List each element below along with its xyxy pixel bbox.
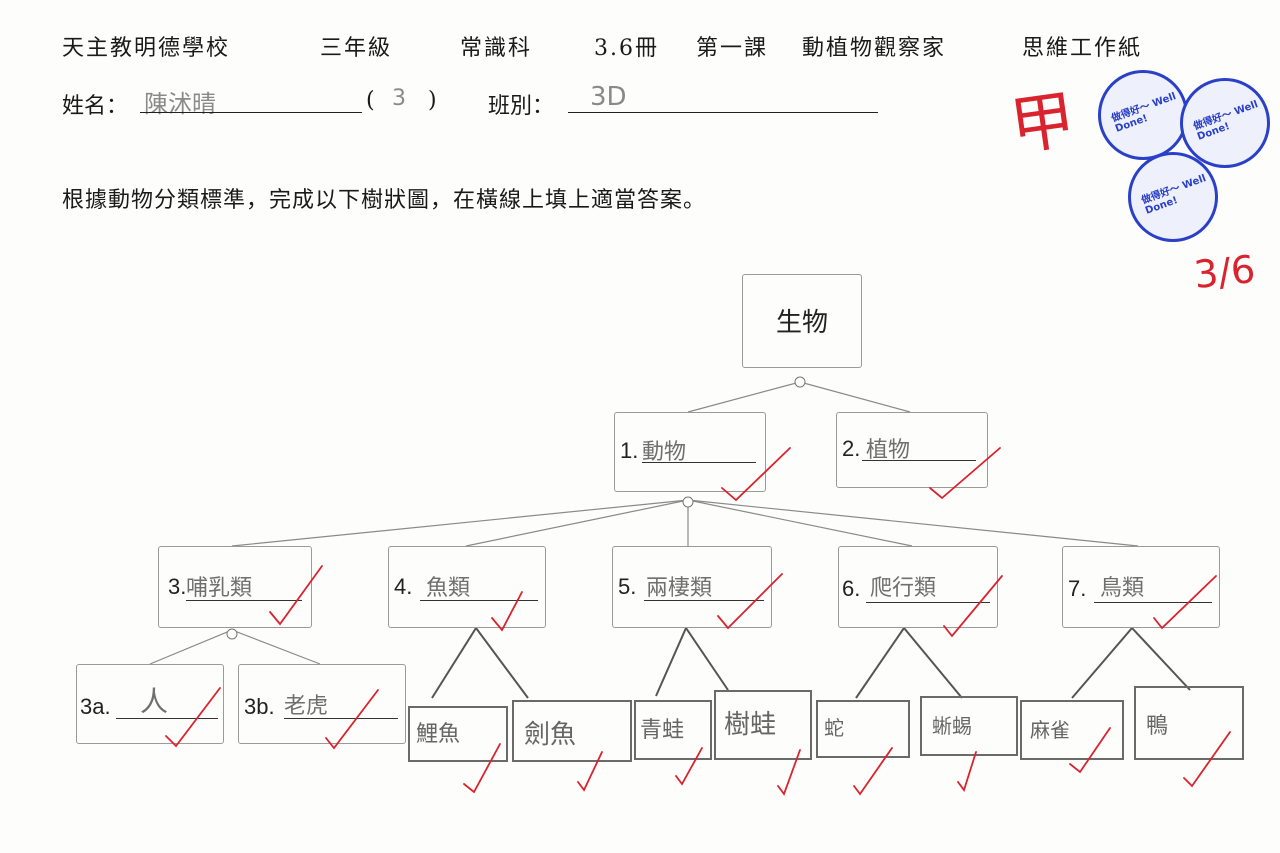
node-reptiles-answer[interactable]: 爬行類	[870, 576, 937, 601]
node-reptiles	[838, 546, 998, 628]
node-tiger-number: 3b.	[244, 694, 275, 719]
node-amphibians-answer[interactable]: 兩棲類	[646, 576, 713, 601]
node-mammals	[158, 546, 312, 628]
leaf-frog-label[interactable]: 青蛙	[640, 718, 685, 743]
node-human-answer[interactable]: 人	[140, 685, 169, 718]
leaf-swordfish	[512, 700, 632, 762]
node-plants-line	[862, 460, 976, 461]
node-mammals-line	[186, 600, 302, 601]
check-mark	[717, 573, 783, 630]
node-amphibians-number: 5.	[618, 574, 637, 599]
book-label: 3.6冊	[594, 36, 659, 61]
check-mark	[165, 687, 221, 748]
check-mark	[1069, 727, 1111, 774]
check-mark	[1153, 575, 1217, 630]
check-mark	[491, 591, 523, 632]
node-animals-number: 1.	[620, 438, 639, 463]
node-reptiles-number: 6.	[842, 576, 861, 601]
leaf-carp-label[interactable]: 鯉魚	[416, 722, 461, 747]
leaf-duck	[1134, 686, 1244, 760]
node-birds	[1062, 546, 1220, 628]
name-value[interactable]: 陳沭晴	[144, 90, 216, 118]
node-mammals-answer[interactable]: 哺乳類	[186, 576, 253, 601]
leaf-tree-frog	[714, 690, 812, 760]
node-plants-number: 2.	[842, 436, 861, 461]
well-done-stamp: 做得好～ Well Done!	[1128, 152, 1218, 242]
lesson-label: 第一課	[696, 36, 769, 61]
root-label: 生物	[776, 307, 829, 337]
node-fish	[388, 546, 546, 628]
node-plants	[836, 412, 988, 488]
leaf-tree-frog-label[interactable]: 樹蛙	[724, 710, 777, 740]
node-amphibians-line	[644, 600, 764, 601]
class-value[interactable]: 3D	[590, 82, 627, 112]
check-mark	[777, 749, 801, 796]
leaf-lizard	[920, 696, 1018, 756]
node-human	[76, 664, 224, 744]
leaf-sparrow-label[interactable]: 麻雀	[1030, 718, 1070, 742]
class-line	[568, 112, 878, 113]
check-mark	[269, 565, 323, 626]
check-mark	[957, 751, 977, 792]
node-tiger-answer[interactable]: 老虎	[284, 694, 329, 719]
number-close-paren: )	[428, 88, 437, 113]
number-value[interactable]: 3	[392, 86, 406, 111]
node-fish-line	[420, 600, 538, 601]
node-fish-answer[interactable]: 魚類	[426, 576, 471, 601]
root-node	[742, 274, 862, 368]
check-mark	[929, 447, 1001, 500]
node-birds-line	[1094, 602, 1212, 603]
leaf-sparrow	[1020, 700, 1124, 760]
instruction-text: 根據動物分類標準，完成以下樹狀圖，在橫線上填上適當答案。	[62, 188, 707, 213]
school-name: 天主教明德學校	[62, 36, 231, 61]
node-amphibians	[612, 546, 772, 628]
node-birds-number: 7.	[1068, 576, 1087, 601]
check-mark	[463, 743, 501, 794]
name-line	[140, 112, 362, 113]
worksheet-label: 思維工作紙	[1022, 36, 1143, 61]
well-done-stamp: 做得好～ Well Done!	[1180, 78, 1270, 168]
subject-label: 常識科	[460, 36, 533, 61]
node-human-number: 3a.	[80, 694, 111, 719]
check-mark	[943, 575, 1003, 638]
leaf-lizard-label[interactable]: 蜥蜴	[932, 714, 972, 738]
node-fish-number: 4.	[394, 574, 413, 599]
leaf-swordfish-label[interactable]: 劍魚	[524, 720, 577, 750]
node-animals-line	[642, 462, 756, 463]
check-mark	[577, 751, 603, 792]
leaf-duck-label[interactable]: 鴨	[1146, 714, 1169, 739]
node-birds-answer[interactable]: 鳥類	[1100, 576, 1145, 601]
leaf-snake	[816, 700, 910, 758]
check-mark	[721, 447, 791, 502]
lesson-title: 動植物觀察家	[802, 36, 947, 61]
leaf-frog	[634, 700, 712, 760]
leaf-carp	[408, 706, 508, 762]
node-plants-answer[interactable]: 植物	[866, 438, 911, 463]
node-reptiles-line	[866, 602, 990, 603]
check-mark	[853, 747, 893, 796]
well-done-stamp: 做得好～ Well Done!	[1098, 70, 1188, 160]
node-animals-answer[interactable]: 動物	[642, 440, 687, 465]
class-label: 班別：	[488, 94, 555, 119]
node-tiger-line	[284, 718, 398, 719]
node-tiger	[238, 664, 406, 744]
check-mark	[1183, 731, 1231, 788]
node-animals	[614, 412, 766, 492]
leaf-snake-label[interactable]: 蛇	[824, 716, 844, 740]
check-mark	[675, 747, 703, 786]
node-mammals-number: 3.	[168, 574, 187, 599]
check-mark	[325, 689, 379, 750]
node-human-line	[116, 718, 218, 719]
grade-label: 三年級	[320, 36, 393, 61]
name-label: 姓名：	[62, 94, 129, 119]
number-open-paren: (	[366, 88, 375, 113]
